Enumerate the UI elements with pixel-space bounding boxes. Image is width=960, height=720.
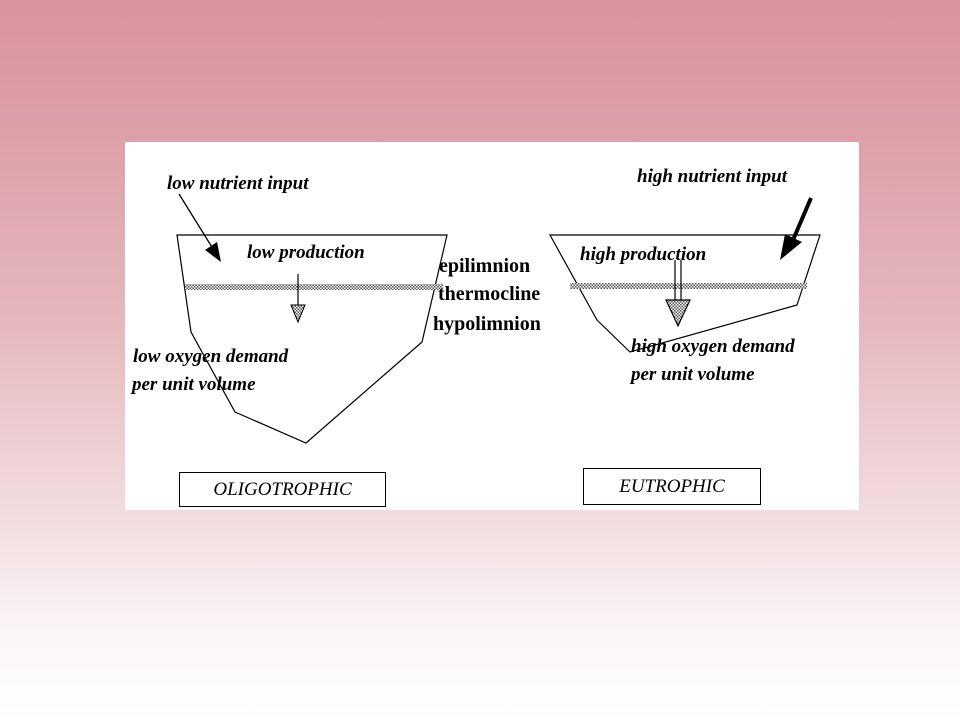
epilimnion-label: epilimnion [439, 255, 531, 277]
oligotrophic-input-label: low nutrient input [167, 173, 309, 194]
hypolimnion-label: hypolimnion [433, 313, 541, 335]
eutrophic-demand-line2: per unit volume [631, 364, 755, 385]
oligotrophic-sinking-arrowhead [290, 304, 306, 324]
eutrophic-production-label: high production [580, 244, 707, 265]
oligotrophic-demand-line1: low oxygen demand [133, 346, 289, 367]
oligotrophic-nutrient-arrowhead [205, 242, 221, 262]
oligotrophic-thermocline-band [185, 284, 443, 290]
eutrophic-title-box: EUTROPHIC [583, 468, 761, 505]
thermocline-label: thermocline [438, 283, 541, 305]
oligotrophic-lake-outline [176, 234, 448, 444]
oligotrophic-production-label: low production [247, 242, 365, 263]
lake-diagram-panel: low nutrient input low production low ox… [125, 142, 859, 510]
eutrophic-nutrient-arrowhead [780, 234, 802, 260]
lake-diagram [176, 193, 821, 444]
eutrophic-demand-line1: high oxygen demand [631, 336, 795, 357]
oligotrophic-title-box: OLIGOTROPHIC [179, 472, 386, 507]
oligotrophic-demand-line2: per unit volume [132, 374, 256, 395]
eutrophic-input-label: high nutrient input [637, 166, 787, 187]
eutrophic-thermocline-band [570, 283, 807, 289]
eutrophic-sinking-arrowhead [665, 299, 691, 328]
eutrophic-nutrient-arrow [791, 197, 813, 241]
oligotrophic-nutrient-arrow [178, 193, 216, 253]
eutrophic-lake-outline [548, 234, 821, 353]
